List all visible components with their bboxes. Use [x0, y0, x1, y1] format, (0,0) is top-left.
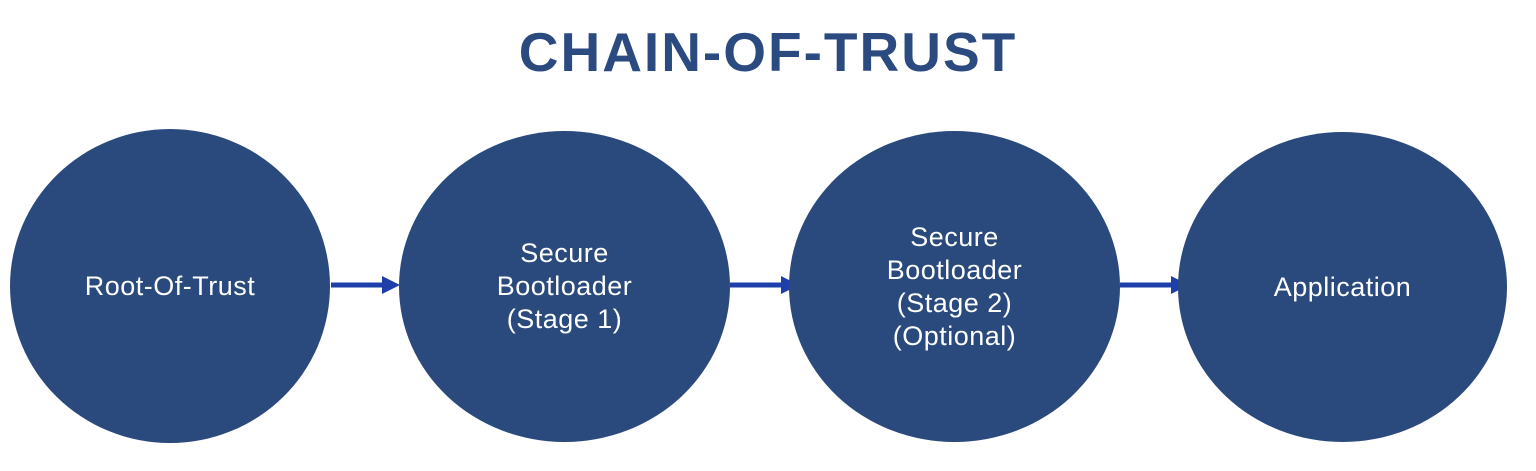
- node-label-line: (Stage 2): [896, 287, 1013, 318]
- right-arrow-icon: [331, 276, 400, 294]
- node-label-line: Bootloader: [496, 271, 633, 301]
- page-title: CHAIN-OF-TRUST: [518, 21, 1018, 83]
- node-label-line: Root-Of-Trust: [84, 270, 256, 301]
- node-label-line: Application: [1273, 271, 1412, 302]
- node-label: Root-Of-Trust: [85, 270, 256, 303]
- node-application: Application: [1178, 132, 1507, 442]
- node-label: Secure Bootloader (Stage 1): [497, 237, 633, 336]
- node-secure-bootloader-stage2: Secure Bootloader (Stage 2) (Optional): [789, 131, 1120, 442]
- node-label-line: Secure: [910, 221, 999, 252]
- arrow-root-to-stage1: [330, 272, 400, 298]
- node-root-of-trust: Root-Of-Trust: [10, 129, 330, 443]
- node-label-line: (Stage 1): [506, 304, 623, 334]
- node-label: Application: [1274, 271, 1412, 304]
- node-label-line: (Optional): [892, 320, 1017, 351]
- node-label-line: Secure: [520, 238, 609, 268]
- node-secure-bootloader-stage1: Secure Bootloader (Stage 1): [399, 131, 730, 442]
- node-label-line: Bootloader: [886, 254, 1023, 285]
- node-label: Secure Bootloader (Stage 2) (Optional): [887, 221, 1023, 353]
